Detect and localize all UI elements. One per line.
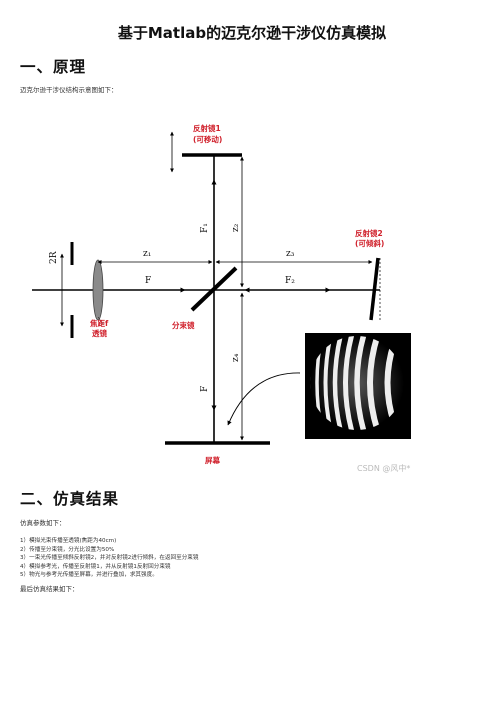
- lens-shape: [92, 259, 104, 321]
- list-item: 5）物光与参考光传播至屏幕，并进行叠加，求其强度。: [20, 572, 158, 579]
- label-z4: z₄: [231, 353, 241, 362]
- mirror2-label-line2: (可倾斜): [355, 238, 384, 248]
- section-intro-text: 迈克尔逊干涉仪结构示意图如下：: [20, 86, 118, 94]
- param-list: 1）模拟光束传播至透镜(焦距为40cm) 2）传播至分束镜，分光比设置为50% …: [20, 537, 199, 580]
- lens-label-line2: 透镜: [92, 328, 107, 338]
- document-title: 基于Matlab的迈克尔逊干涉仪仿真模拟: [117, 24, 387, 42]
- label-F2: F₂: [285, 276, 295, 286]
- final-results-text: 最后仿真结果如下：: [20, 585, 79, 593]
- list-item: 1）模拟光束传播至透镜(焦距为40cm): [20, 538, 117, 544]
- label-F-down: F: [200, 386, 210, 392]
- splitter-label: 分束镜: [172, 320, 195, 330]
- list-item: 2）传播至分束镜，分光比设置为50%: [20, 546, 115, 553]
- label-F: F: [145, 276, 151, 286]
- section-heading-results: 二、仿真结果: [20, 490, 120, 508]
- michelson-interferometer-diagram: 2R 焦距f 透镜 z₁ F 分束镜 反射镜1 (可移动) F₁ z₂ 反射镜2…: [32, 123, 411, 473]
- lens-label-line1: 焦距f: [89, 318, 109, 328]
- beam-splitter: [190, 266, 238, 312]
- params-intro-text: 仿真参数如下：: [20, 519, 66, 527]
- label-z3: z₃: [286, 249, 295, 259]
- label-F1: F₁: [200, 223, 210, 233]
- label-z1: z₁: [143, 249, 151, 259]
- pattern-pointer-arrow: [227, 372, 301, 426]
- list-item: 3）一束光传播至倾斜反射镜2，并对反射镜2进行倾斜，在返回至分束镜: [20, 555, 199, 562]
- mirror1-label-line2: (可移动): [193, 134, 222, 144]
- mirror-2: [369, 257, 380, 321]
- section-heading-principle: 一、原理: [20, 58, 87, 76]
- label-2R: 2R: [49, 251, 59, 264]
- watermark: CSDN @风中*: [357, 463, 410, 473]
- mirror1-label-line1: 反射镜1: [193, 123, 221, 133]
- mirror2-label-line1: 反射镜2: [355, 228, 383, 238]
- label-z2: z₂: [231, 223, 241, 232]
- list-item: 4）模拟参考光，传播至反射镜1，并从反射镜1反射回分束镜: [20, 563, 171, 570]
- screen-label: 屏幕: [205, 455, 220, 465]
